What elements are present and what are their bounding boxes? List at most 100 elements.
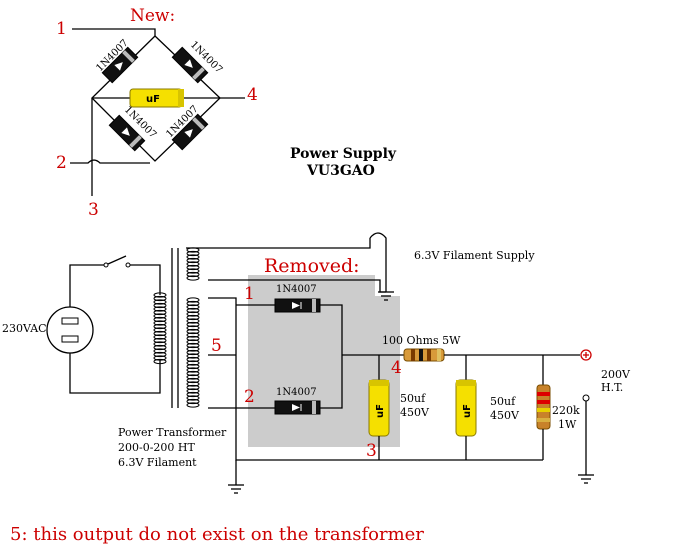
coil-turn <box>186 388 200 394</box>
filter-cap-2: uF <box>455 379 477 437</box>
c2-voltage: 450V <box>490 409 520 422</box>
coil-turn <box>186 363 200 370</box>
mains-plug-icon <box>46 306 94 354</box>
coil-turn <box>186 328 200 335</box>
new-diode-bottom-right <box>171 113 209 151</box>
coil-turn <box>153 337 167 344</box>
rect-output-join <box>320 304 343 409</box>
negative-terminal-icon <box>582 394 590 402</box>
coil-turn <box>186 297 200 303</box>
coil-turn <box>153 302 167 309</box>
mains-input: 230VAC <box>2 255 161 394</box>
transformer-label-1: Power Transformer <box>118 426 227 439</box>
coil-turn <box>153 330 167 337</box>
rect-diode-bottom-label: 1N4007 <box>276 387 317 398</box>
new-diode-top-right <box>171 46 209 84</box>
marker-3: 3 <box>366 441 377 461</box>
coil-turn <box>186 254 200 260</box>
filament-supply-label: 6.3V Filament Supply <box>414 249 535 262</box>
coil-turn <box>153 306 167 312</box>
coil-turn <box>153 355 167 361</box>
c1-voltage: 450V <box>400 406 430 419</box>
switch-contact-a <box>103 262 109 268</box>
coil-turn <box>186 402 200 408</box>
coil-turn <box>153 358 167 365</box>
filament-crossover <box>369 232 387 266</box>
coil-turn <box>186 264 200 271</box>
plug-pin-bottom <box>61 335 79 343</box>
coil-turn <box>186 370 200 377</box>
coil-turn <box>186 342 200 349</box>
coil-turn <box>186 250 200 257</box>
pin1-lead <box>72 28 156 36</box>
coil-turn <box>186 300 200 307</box>
coil-turn <box>186 360 200 366</box>
marker-5: 5 <box>211 336 222 356</box>
new-pin-2-label: 2 <box>56 153 67 173</box>
coil-turn <box>153 292 167 298</box>
filter-cap-1: uF <box>368 379 390 437</box>
coil-turn <box>186 391 200 398</box>
coil-turn <box>153 313 167 319</box>
coil-turn <box>153 295 167 302</box>
coil-turn <box>186 356 200 363</box>
coil-turn <box>186 335 200 342</box>
coil-turn <box>186 261 200 267</box>
switch-icon <box>107 255 127 265</box>
coil-turn <box>186 339 200 345</box>
bleeder-value: 220k <box>552 404 580 417</box>
coil-turn <box>186 271 200 278</box>
c1-badge: uF <box>375 404 386 418</box>
coil-turn <box>153 334 167 340</box>
new-pin-1-label: 1 <box>56 19 67 39</box>
coil-turn <box>186 346 200 352</box>
resistor-label: 100 Ohms 5W <box>382 334 461 347</box>
transformer: 6.3V Filament Supply <box>153 232 535 409</box>
coil-turn <box>186 381 200 387</box>
new-capacitor: uF <box>129 88 184 108</box>
coil-turn <box>186 353 200 359</box>
coil-turn <box>153 341 167 347</box>
c2-badge: uF <box>462 404 473 418</box>
c2-value: 50uf <box>490 395 516 408</box>
coil-turn <box>186 304 200 310</box>
coil-turn <box>186 325 200 331</box>
coil-turn <box>153 344 167 351</box>
bleeder-resistor <box>536 384 551 430</box>
coil-turn <box>153 316 167 323</box>
title-line-1: Power Supply <box>290 146 397 162</box>
new-cap-label: uF <box>146 94 160 105</box>
coil-turn <box>186 384 200 391</box>
new-bridge-rectifier: New: 1 2 3 4 1N4007 1N4007 <box>56 6 258 220</box>
mains-label: 230VAC <box>2 322 47 335</box>
new-pin-4-label: 4 <box>247 85 258 105</box>
title-line-2: VU3GAO <box>306 163 375 179</box>
c1-value: 50uf <box>400 392 426 405</box>
coil-turn <box>186 275 200 281</box>
switch-to-primary <box>130 264 161 295</box>
coil-turn <box>186 332 200 338</box>
ht-vertical-bus <box>208 297 237 408</box>
filament-coil <box>186 247 200 281</box>
coil-turn <box>186 311 200 317</box>
coil-turn <box>186 349 200 356</box>
mains-bottom-wire <box>69 353 161 394</box>
series-resistor <box>403 348 445 362</box>
output-label: H.T. <box>601 381 623 394</box>
coil-turn <box>186 314 200 321</box>
transformer-label-3: 6.3V Filament <box>118 456 197 469</box>
rect-diode-top-label: 1N4007 <box>276 284 317 295</box>
mains-top-wire <box>69 264 105 307</box>
footnote: 5: this output do not exist on the trans… <box>10 524 424 545</box>
plug-pin-top <box>61 317 79 325</box>
removed-rectifier: 1N4007 1N4007 <box>236 284 410 415</box>
coil-turn <box>186 398 200 405</box>
filter-output: 100 Ohms 5W uF 50uf 450V uF 50uf 450V <box>228 334 631 494</box>
coil-turn <box>186 318 200 324</box>
bleeder-power: 1W <box>558 418 577 431</box>
ht-secondary-coil <box>186 297 200 408</box>
new-pin-3-label: 3 <box>88 200 99 220</box>
coil-turn <box>153 320 167 326</box>
marker-1: 1 <box>244 284 255 304</box>
